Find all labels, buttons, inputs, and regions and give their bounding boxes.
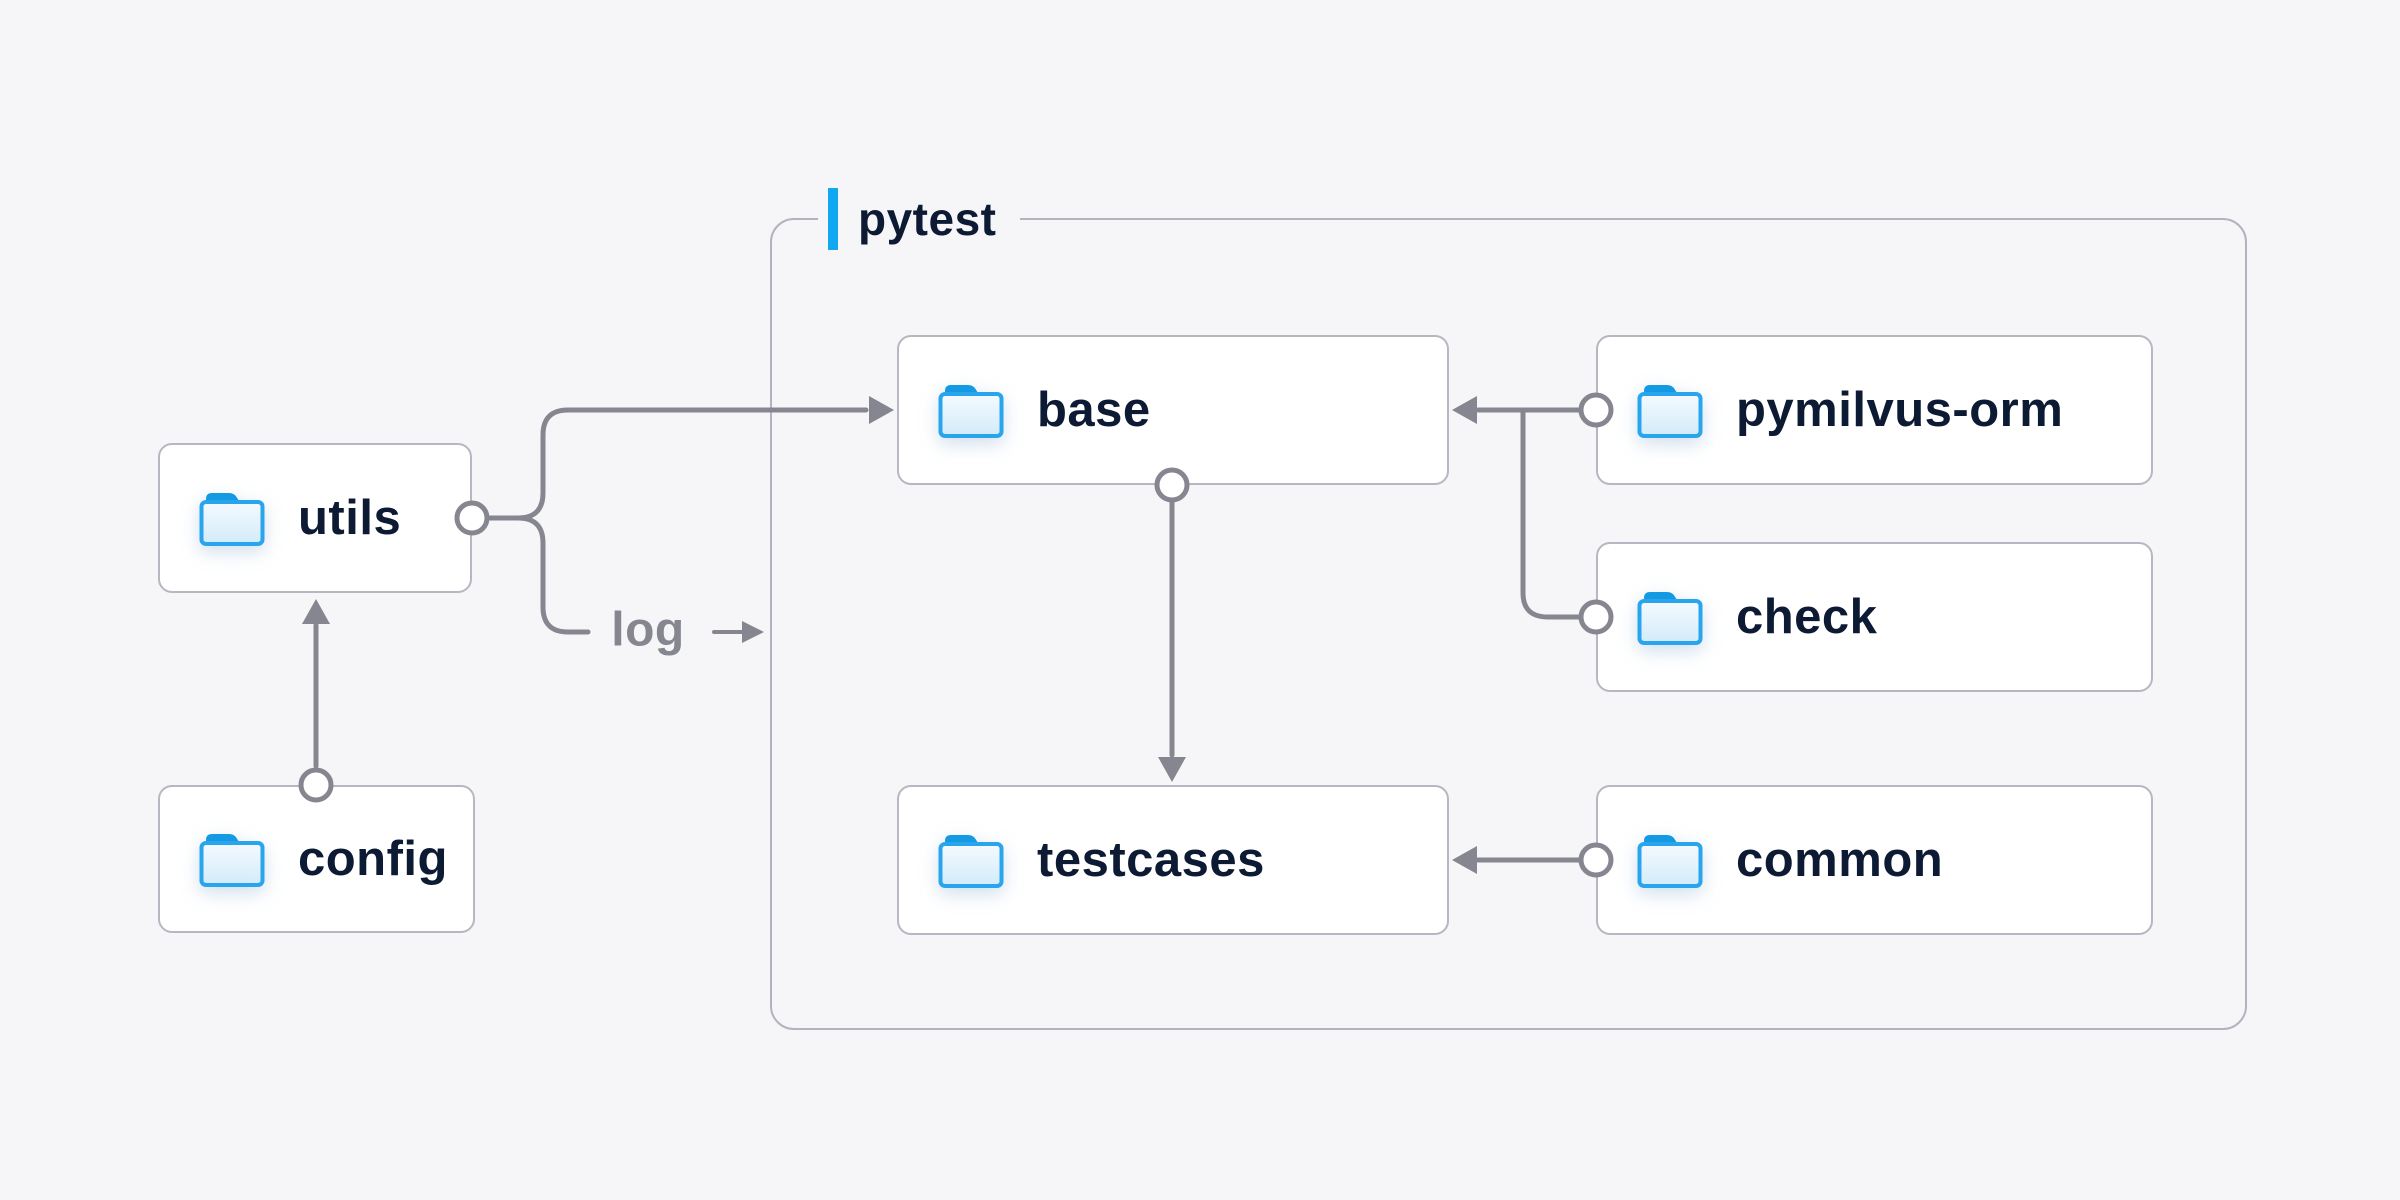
node-pymilvus-orm: pymilvus-orm	[1596, 335, 2153, 485]
pytest-container	[770, 218, 2247, 1030]
node-label: common	[1736, 833, 1944, 887]
arrowhead-up-icon	[302, 599, 330, 624]
accent-bar	[828, 188, 838, 250]
node-label: config	[298, 832, 448, 886]
arrowhead-left-icon	[1452, 846, 1477, 874]
folder-icon	[1637, 385, 1703, 438]
node-testcases: testcases	[897, 785, 1449, 935]
folder-icon	[199, 834, 265, 887]
arrowhead-left-icon	[1452, 396, 1477, 424]
edge-utils-base	[515, 407, 869, 521]
folder-icon	[938, 835, 1004, 888]
folder-icon	[1637, 835, 1703, 888]
arrowhead-log-icon	[742, 621, 764, 643]
edge-check-base	[1520, 407, 1582, 620]
folder-icon	[938, 385, 1004, 438]
edge-label-log: log	[611, 603, 685, 657]
container-title: pytest	[858, 193, 997, 245]
node-label: check	[1736, 590, 1878, 644]
node-config: config	[158, 785, 475, 933]
pytest-container-label: pytest	[818, 188, 1021, 250]
edge-utils-log	[515, 515, 591, 635]
node-check: check	[1596, 542, 2153, 692]
node-label: base	[1037, 383, 1151, 437]
node-label: pymilvus-orm	[1736, 383, 2064, 437]
arrowhead-down-icon	[1158, 757, 1186, 782]
folder-icon	[199, 493, 265, 546]
node-label: testcases	[1037, 833, 1265, 887]
arrowhead-right-icon	[869, 396, 894, 424]
node-base: base	[897, 335, 1449, 485]
node-label: utils	[298, 491, 402, 545]
node-common: common	[1596, 785, 2153, 935]
node-utils: utils	[158, 443, 472, 593]
folder-icon	[1637, 592, 1703, 645]
